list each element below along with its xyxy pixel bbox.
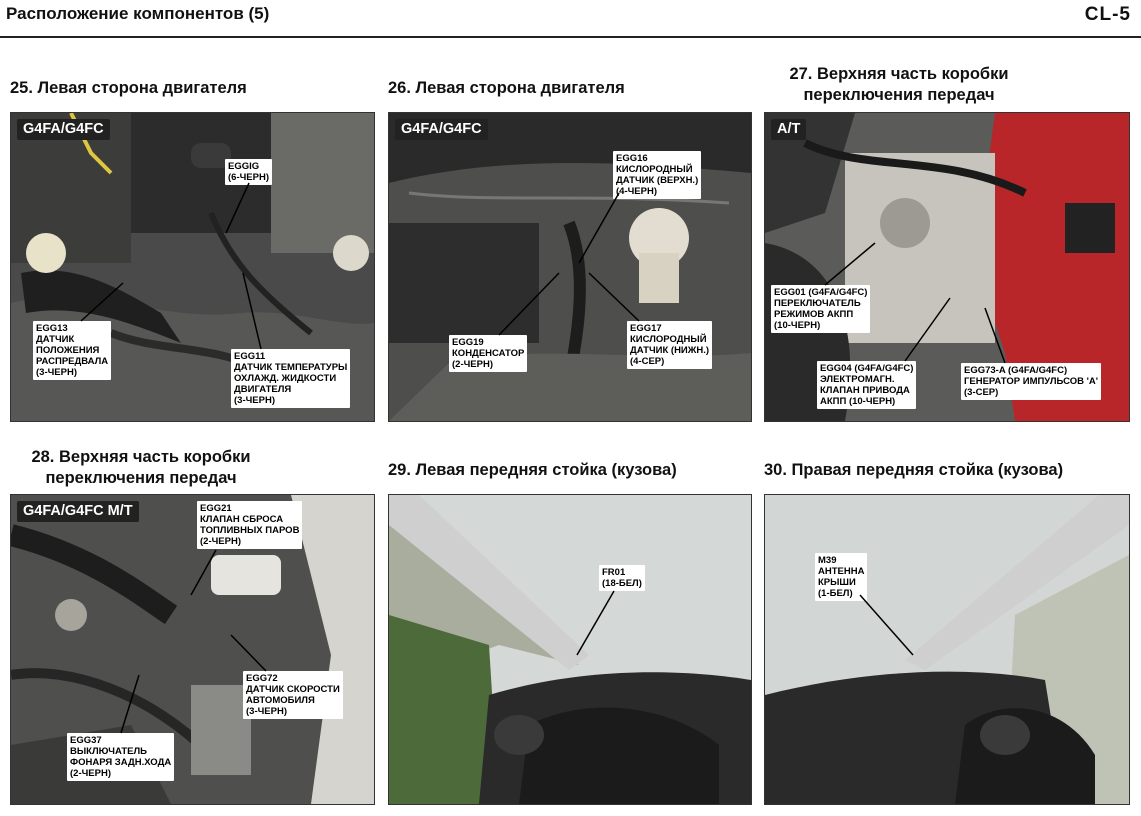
panel-25-caption: 25. Левая сторона двигателя — [10, 79, 247, 97]
a-pillar-photo-30 — [765, 495, 1129, 804]
panel-25-photo: G4FA/G4FC EGG13 ДАТЧИК ПОЛОЖЕНИЯ РАСПРЕД… — [10, 112, 375, 422]
egg16-label: EGG16 КИСЛОРОДНЫЙ ДАТЧИК (ВЕРХН.) (4-ЧЕР… — [613, 151, 702, 199]
egg11-label: EGG11 ДАТЧИК ТЕМПЕРАТУРЫ ОХЛАЖД. ЖИДКОСТ… — [231, 349, 351, 408]
panel-26-photo: G4FA/G4FC EGG16 КИСЛОРОДНЫЙ ДАТЧИК (ВЕРХ… — [388, 112, 752, 422]
panel-27-caption: 27. Верхняя часть коробки переключения п… — [764, 64, 1034, 106]
egg17-label: EGG17 КИСЛОРОДНЫЙ ДАТЧИК (НИЖН.) (4-СЕР) — [627, 321, 713, 369]
panel-30-photo: M39 АНТЕННА КРЫШИ (1-БЕЛ) — [764, 494, 1130, 805]
engine-code-tag: G4FA/G4FC M/T — [17, 501, 139, 522]
panel-28-caption-line2: переключения передач — [45, 469, 237, 487]
page-code: CL-5 — [1084, 4, 1131, 25]
transmission-type-tag: A/T — [771, 119, 807, 140]
engine-code-tag: G4FA/G4FC — [17, 119, 110, 140]
panel-29-caption: 29. Левая передняя стойка (кузова) — [388, 461, 677, 479]
panel-27-caption-line1: 27. Верхняя часть коробки — [789, 65, 1009, 83]
egg04-label: EGG04 (G4FA/G4FC) ЭЛЕКТРОМАГН. КЛАПАН ПР… — [817, 361, 917, 409]
transmission-photo-28 — [11, 495, 374, 804]
a-pillar-photo-29 — [389, 495, 751, 804]
panel-28-caption-line1: 28. Верхняя часть коробки — [31, 448, 251, 466]
egg72-label: EGG72 ДАТЧИК СКОРОСТИ АВТОМОБИЛЯ (3-ЧЕРН… — [243, 671, 343, 719]
panel-29-photo: FR01 (18-БЕЛ) — [388, 494, 752, 805]
egg19-label: EGG19 КОНДЕНСАТОР (2-ЧЕРН) — [449, 335, 528, 372]
panel-28-photo: G4FA/G4FC M/T EGG21 КЛАПАН СБРОСА ТОПЛИВ… — [10, 494, 375, 805]
egg13-label: EGG13 ДАТЧИК ПОЛОЖЕНИЯ РАСПРЕДВАЛА (3-ЧЕ… — [33, 321, 112, 380]
panel-27-caption-line2: переключения передач — [803, 86, 995, 104]
page-header: Расположение компонентов (5) CL-5 — [0, 0, 1141, 38]
panel-30-caption: 30. Правая передняя стойка (кузова) — [764, 461, 1064, 479]
egg37-label: EGG37 ВЫКЛЮЧАТЕЛЬ ФОНАРЯ ЗАДН.ХОДА (2-ЧЕ… — [67, 733, 175, 781]
eggig-label: EGGIG (6-ЧЕРН) — [225, 159, 272, 185]
page-title: Расположение компонентов (5) — [6, 4, 270, 23]
fr01-label: FR01 (18-БЕЛ) — [599, 565, 645, 591]
m39-label: M39 АНТЕННА КРЫШИ (1-БЕЛ) — [815, 553, 868, 601]
egg73a-label: EGG73-A (G4FA/G4FC) ГЕНЕРАТОР ИМПУЛЬСОВ … — [961, 363, 1102, 400]
panel-27-photo: A/T EGG01 (G4FA/G4FC) ПЕРЕКЛЮЧАТЕЛЬ РЕЖИ… — [764, 112, 1130, 422]
panel-26-caption: 26. Левая сторона двигателя — [388, 79, 625, 97]
egg01-label: EGG01 (G4FA/G4FC) ПЕРЕКЛЮЧАТЕЛЬ РЕЖИМОВ … — [771, 285, 871, 333]
egg21-label: EGG21 КЛАПАН СБРОСА ТОПЛИВНЫХ ПАРОВ (2-Ч… — [197, 501, 303, 549]
panel-28-caption: 28. Верхняя часть коробки переключения п… — [10, 447, 272, 489]
engine-code-tag: G4FA/G4FC — [395, 119, 488, 140]
